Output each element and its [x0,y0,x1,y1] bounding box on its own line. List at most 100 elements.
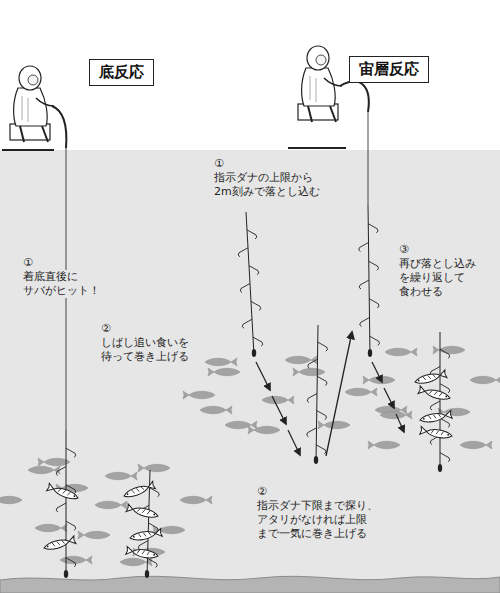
fish-stripes [137,508,150,515]
fish-body [368,441,400,449]
fish-body [420,427,453,440]
mackerel [205,358,237,366]
mackerel [318,421,350,429]
hooked-mackerel [126,547,159,560]
rig-branch [138,541,148,550]
rig-branch [308,359,318,368]
fish-body [47,483,80,501]
fish-eye [447,434,449,436]
rig-branch [359,243,369,252]
up-arrow [326,332,352,456]
rig-branch [253,337,263,346]
angler [10,66,54,142]
fish-body [225,421,257,429]
mackerel [470,376,500,384]
fish-eye [126,493,128,495]
sabiki-rig [307,325,328,464]
fish-eye [73,495,75,497]
mackerel [248,426,280,434]
mackerel [293,368,325,376]
fish-body [318,421,350,429]
fish-stripes [138,531,151,537]
angler-hood [19,66,41,90]
fish-body [345,388,377,396]
hooked-mackerel [123,481,156,499]
hooked-mackerel [47,483,80,501]
fish-body [414,370,447,386]
sabiki-rig [56,430,76,578]
down-arrow [396,414,404,432]
mackerel [35,524,67,532]
rig-branch [317,376,327,385]
callout-note: しばし追い食いを 待って巻き上げる [100,336,190,364]
fish-body [183,391,215,399]
callout-note: 着底直後に サバがヒット！ [22,270,101,298]
down-arrow [288,430,300,455]
fish-body [123,481,156,499]
rig-branch [66,558,76,567]
callout-note: 指示ダナの上限から 2m刻みで落とし込む [213,171,321,199]
angler-body [302,68,336,106]
mackerel [368,441,400,449]
heading-text: 底反応 [99,63,144,82]
callout-number: ① [213,157,225,171]
fish-stripes [431,429,444,435]
fish-body [460,441,492,449]
rig-branch [369,261,379,270]
angler-face [316,55,326,65]
rig-branch [240,284,250,293]
rig-branch [66,448,76,457]
sinker [64,570,68,578]
fish-stripes [429,390,442,397]
angler-body [14,88,48,126]
mackerel [460,441,492,449]
fish-body [35,524,67,532]
rod [52,106,66,148]
mackerel [225,421,257,429]
rig-branch [307,428,317,437]
mackerel [262,396,294,404]
sabiki-rig [359,205,380,357]
angler-shade [310,76,316,102]
fish-body [38,458,70,466]
callout-number: ② [100,322,112,336]
hooked-mackerel [418,386,451,402]
fish-body [95,501,127,509]
callout-number: ① [22,256,34,270]
down-arrow [256,362,270,390]
rig-branch [317,411,327,420]
rig-branch [440,418,450,427]
fish-body [419,411,452,424]
rig-branch [242,319,252,328]
rig-branch [249,266,259,275]
sinker [314,456,318,464]
rig-branch [370,336,380,345]
fish-eye [133,536,135,538]
mackerel [433,346,465,354]
rig-branch [368,224,378,233]
callout-number: ② [256,485,268,499]
rig-branch [318,342,328,351]
down-arrow [272,396,286,424]
rig-branch [149,523,159,532]
mackerel [60,556,92,564]
fish-body [208,368,240,376]
mackerel [105,472,137,480]
heading-text: 宙層反応 [359,60,419,79]
rig-branch [316,445,326,454]
mackerel [28,466,60,474]
fish-eye [418,379,420,381]
hooked-mackerel [414,370,447,386]
rig-branch [251,301,261,310]
fish-body [262,396,294,404]
fish-body [43,536,76,552]
mackerel [285,356,317,364]
fish-body [126,504,159,520]
fish-body [126,547,159,560]
fish-body [129,529,162,542]
down-arrow [384,388,394,408]
fish-eye [445,395,447,397]
fish-body [105,472,137,480]
rig-branch [247,230,257,239]
